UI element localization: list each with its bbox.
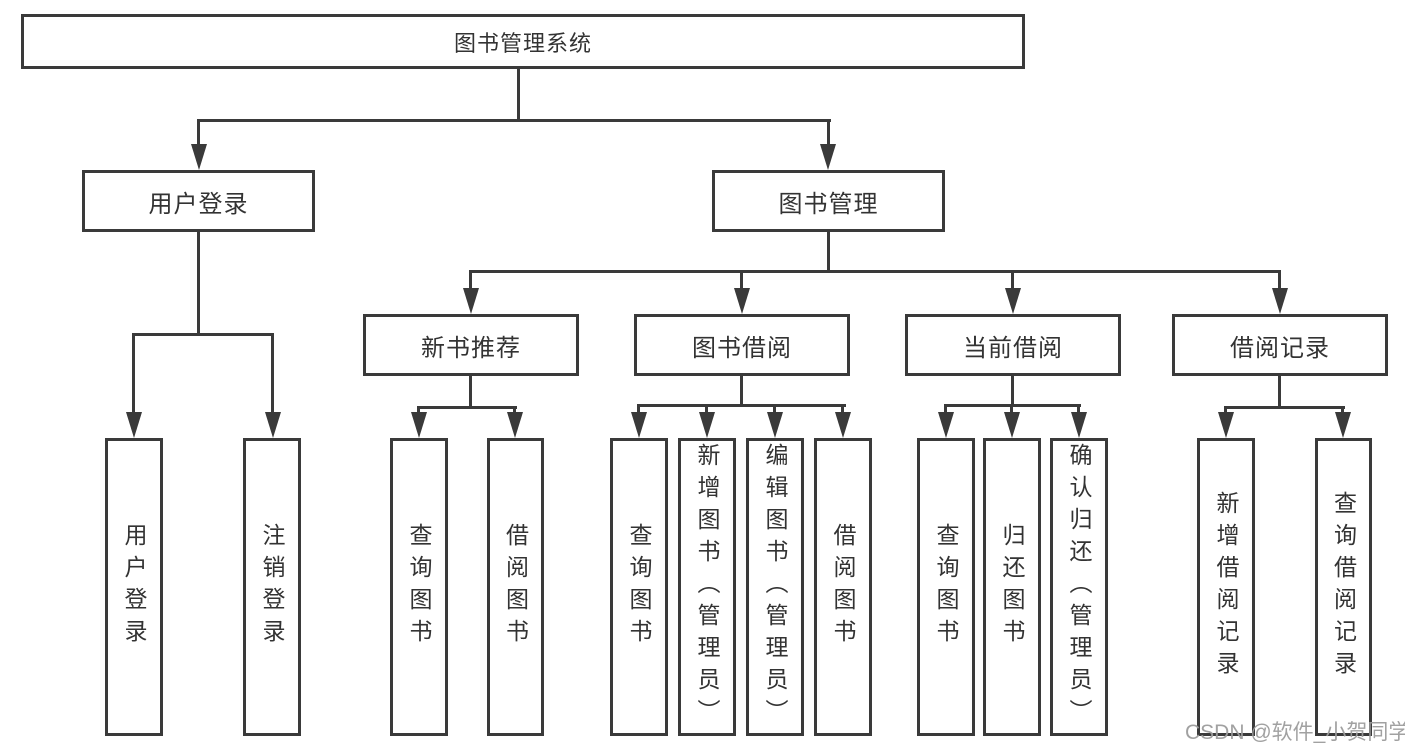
node-book-management: 图书管理 (712, 170, 945, 232)
arrow-down-icon (191, 144, 207, 170)
connector-line (197, 232, 200, 336)
connector-line (740, 376, 743, 407)
leaf-label: 借阅图书 (502, 523, 529, 651)
connector-line (1341, 406, 1344, 416)
connector-line (944, 404, 947, 416)
arrow-down-icon (1005, 288, 1021, 314)
connector-line (469, 376, 472, 409)
leaf-label: 借阅图书 (830, 523, 856, 651)
leaf-query-borrow-record: 查询借阅记录 (1315, 438, 1372, 736)
node-book-borrowing: 图书借阅 (634, 314, 850, 376)
node-borrowing-records: 借阅记录 (1172, 314, 1388, 376)
connector-line (197, 119, 200, 148)
connector-line (1224, 406, 1345, 409)
connector-line (417, 406, 517, 409)
leaf-confirm-return-admin: 确认归还（管理员） (1050, 438, 1108, 736)
leaf-label: 归还图书 (999, 523, 1025, 651)
connector-line (1278, 270, 1281, 292)
connector-line (1011, 270, 1014, 292)
connector-line (841, 404, 844, 416)
arrow-down-icon (411, 412, 427, 438)
connector-line (773, 404, 776, 416)
arrow-down-icon (835, 412, 851, 438)
leaf-label: 查询图书 (933, 523, 959, 651)
connector-line (637, 404, 640, 416)
connector-line (827, 232, 830, 273)
node-library-management-system: 图书管理系统 (21, 14, 1025, 69)
connector-line (827, 119, 830, 148)
arrow-down-icon (699, 412, 715, 438)
leaf-query-books-borrowing: 查询图书 (610, 438, 668, 736)
leaf-return-books: 归还图书 (983, 438, 1041, 736)
arrow-down-icon (938, 412, 954, 438)
connector-line (1010, 404, 1013, 416)
connector-line (1011, 376, 1014, 407)
arrow-down-icon (1335, 412, 1351, 438)
leaf-borrow-books: 借阅图书 (814, 438, 872, 736)
arrow-down-icon (734, 288, 750, 314)
connector-line (271, 333, 274, 413)
connector-line (740, 270, 743, 292)
connector-line (197, 119, 831, 122)
arrow-down-icon (631, 412, 647, 438)
leaf-label: 查询图书 (626, 523, 652, 651)
connector-line (132, 333, 135, 413)
leaf-label: 新增图书（管理员） (694, 443, 720, 731)
connector-line (1077, 404, 1080, 416)
csdn-watermark: CSDN @软件_小贺同学 (1185, 721, 1405, 744)
leaf-label: 用户登录 (121, 523, 147, 651)
node-user-login: 用户登录 (82, 170, 315, 232)
node-new-book-recommendation: 新书推荐 (363, 314, 579, 376)
arrow-down-icon (1218, 412, 1234, 438)
leaf-query-books-current: 查询图书 (917, 438, 975, 736)
leaf-logout: 注销登录 (243, 438, 301, 736)
leaf-label: 新增借阅记录 (1213, 491, 1239, 683)
leaf-label: 查询图书 (406, 523, 432, 651)
node-current-borrowing: 当前借阅 (905, 314, 1121, 376)
connector-line (637, 404, 846, 407)
leaf-label: 确认归还（管理员） (1066, 443, 1092, 731)
leaf-label: 查询借阅记录 (1330, 491, 1357, 683)
arrow-down-icon (767, 412, 783, 438)
arrow-down-icon (1272, 288, 1288, 314)
connector-line (517, 69, 520, 120)
arrow-down-icon (1004, 412, 1020, 438)
arrow-down-icon (463, 288, 479, 314)
connector-line (417, 406, 420, 416)
connector-line (705, 404, 708, 416)
arrow-down-icon (507, 412, 523, 438)
arrow-down-icon (820, 144, 836, 170)
leaf-label: 编辑图书（管理员） (762, 443, 788, 731)
connector-line (1224, 406, 1227, 416)
connector-line (132, 333, 274, 336)
arrow-down-icon (126, 412, 142, 438)
leaf-borrow-books-recommend: 借阅图书 (487, 438, 544, 736)
connector-line (469, 270, 472, 292)
connector-line (469, 270, 1281, 273)
leaf-add-books-admin: 新增图书（管理员） (678, 438, 736, 736)
arrow-down-icon (265, 412, 281, 438)
leaf-query-books-recommend: 查询图书 (390, 438, 448, 736)
leaf-label: 注销登录 (259, 523, 285, 651)
leaf-add-borrow-record: 新增借阅记录 (1197, 438, 1255, 736)
leaf-edit-books-admin: 编辑图书（管理员） (746, 438, 804, 736)
connector-line (513, 406, 516, 416)
arrow-down-icon (1071, 412, 1087, 438)
leaf-user-login: 用户登录 (105, 438, 163, 736)
connector-line (1278, 376, 1281, 409)
